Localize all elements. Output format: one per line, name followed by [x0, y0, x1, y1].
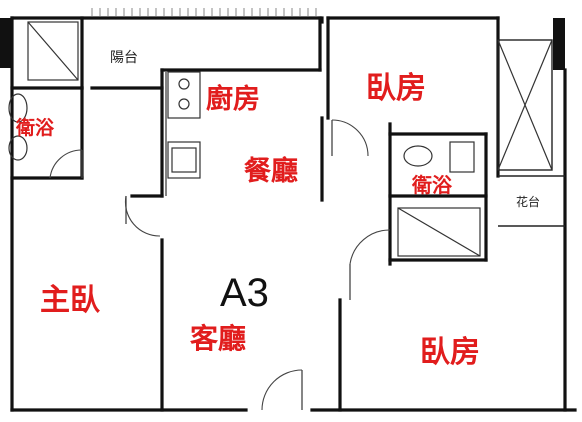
label-balcony: 陽台 — [110, 50, 138, 66]
bathroom-east-fixtures — [397, 141, 481, 257]
exterior-walls — [10, 16, 577, 412]
label-planter: 花台 — [516, 194, 540, 209]
label-bathroom-east: 衛浴 — [411, 173, 453, 197]
label-dining-room: 餐廳 — [244, 155, 298, 187]
exterior-hatch-strip — [91, 8, 317, 16]
kitchen-fixtures — [165, 71, 201, 196]
label-unit: A3 — [220, 271, 269, 315]
doors — [49, 119, 391, 411]
interior-walls — [10, 16, 565, 412]
label-master-bedroom: 主臥 — [40, 283, 100, 318]
column-top-right — [553, 18, 565, 70]
bathroom-west-fixtures — [8, 21, 79, 161]
label-living-room: 客廳 — [190, 322, 246, 355]
room-labels: 衛浴 陽台 廚房 餐廳 臥房 衛浴 花台 主臥 A3 客廳 臥房 — [15, 50, 540, 370]
label-kitchen: 廚房 — [206, 83, 260, 115]
label-bedroom-south: 臥房 — [420, 335, 480, 370]
label-bedroom-north: 臥房 — [366, 71, 426, 106]
label-bathroom-west: 衛浴 — [15, 116, 55, 139]
column-top-left — [0, 18, 12, 68]
